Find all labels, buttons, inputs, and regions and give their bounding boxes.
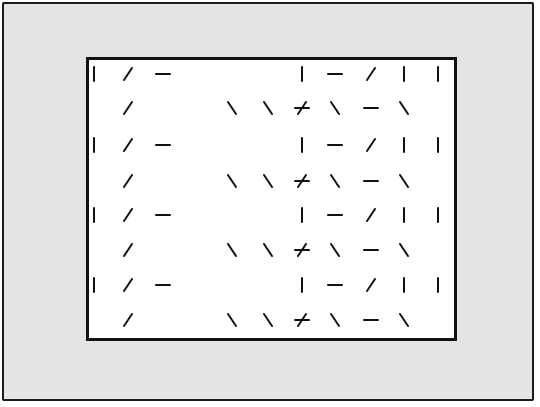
backslash-segment xyxy=(227,174,237,188)
backslash-segment xyxy=(399,174,409,188)
slash-segment xyxy=(297,243,307,257)
slash-segment xyxy=(366,278,376,292)
slash-segment xyxy=(297,313,307,327)
backslash-segment xyxy=(227,313,237,327)
slash-segment xyxy=(123,313,133,327)
slash-segment xyxy=(123,138,133,152)
slash-segment xyxy=(366,208,376,222)
stimulus-panel xyxy=(86,57,457,341)
backslash-segment xyxy=(227,243,237,257)
backslash-segment xyxy=(263,101,273,115)
backslash-segment xyxy=(399,313,409,327)
slash-segment xyxy=(366,67,376,81)
slash-segment xyxy=(123,174,133,188)
slash-segment xyxy=(123,243,133,257)
slash-segment xyxy=(297,174,307,188)
backslash-segment xyxy=(399,243,409,257)
slash-segment xyxy=(297,101,307,115)
backslash-segment xyxy=(263,243,273,257)
backslash-segment xyxy=(263,313,273,327)
slash-segment xyxy=(123,278,133,292)
backslash-segment xyxy=(399,101,409,115)
slash-segment xyxy=(123,101,133,115)
slash-segment xyxy=(123,208,133,222)
backslash-segment xyxy=(330,174,340,188)
backslash-segment xyxy=(263,174,273,188)
backslash-segment xyxy=(330,313,340,327)
backslash-segment xyxy=(227,101,237,115)
slash-segment xyxy=(366,138,376,152)
slash-segment xyxy=(123,67,133,81)
backslash-segment xyxy=(330,101,340,115)
backslash-segment xyxy=(330,243,340,257)
